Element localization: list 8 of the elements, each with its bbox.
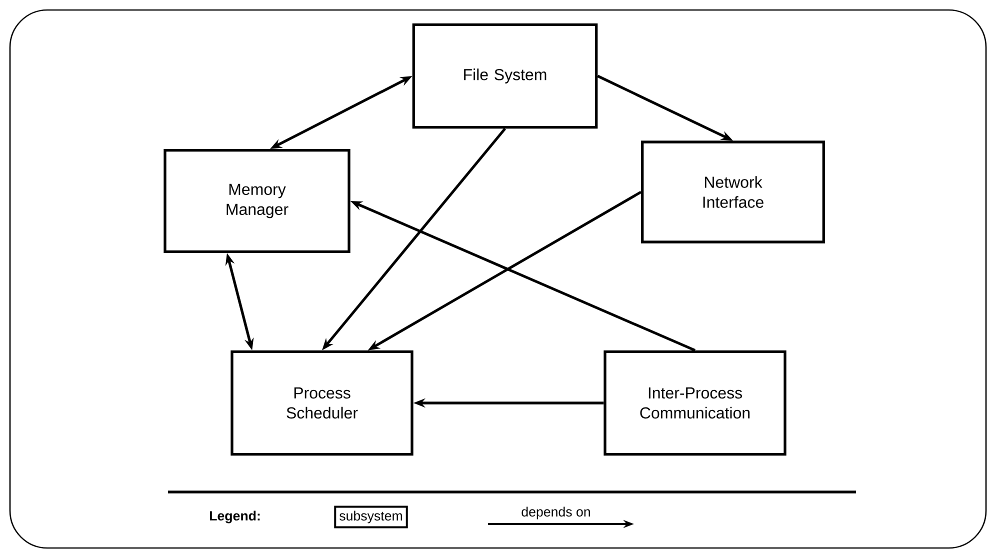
legend-box: subsystem [334, 506, 408, 528]
subsystem-box: File System [412, 23, 598, 129]
subsystem-box: Network Interface [641, 140, 825, 244]
subsystem-box: Inter-Process Communication [604, 350, 786, 456]
subsystem-box: Memory Manager [164, 149, 350, 253]
legend-label: depends on [522, 506, 590, 520]
subsystem-box: Process Scheduler [230, 350, 414, 456]
legend-title: Legend: [210, 510, 260, 524]
